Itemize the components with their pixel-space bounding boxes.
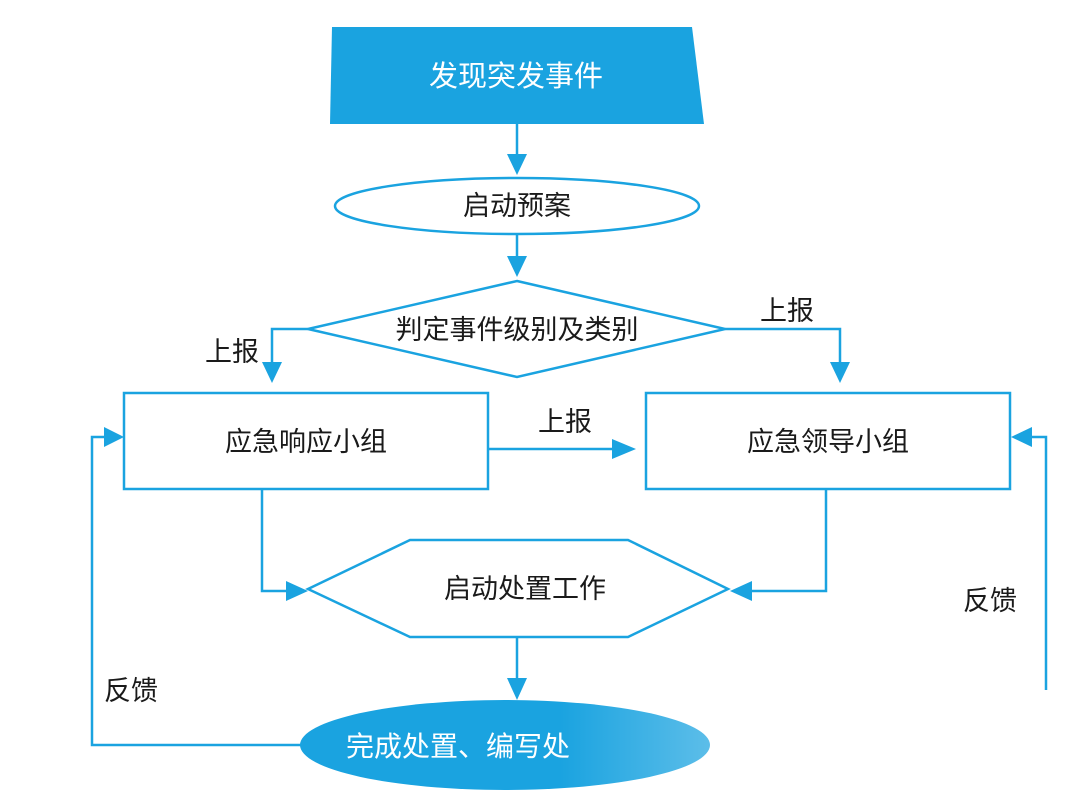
node-complete-label: 完成处置、编写处 [346,730,570,763]
edge-label-report-right: 上报 [760,296,814,327]
edge-feedback-left-arrowhead [104,427,124,447]
edge-label-report-middle: 上报 [538,407,592,438]
edge-judge-to-response-line [270,327,308,367]
node-judge: 判定事件级别及类别 [307,279,726,379]
edge-judge-to-leader-line [725,327,842,367]
edge-label-feedback-left: 反馈 [104,676,158,707]
edge-response-to-handling-arrowhead [286,581,308,601]
node-judge-label: 判定事件级别及类别 [396,315,639,346]
edge-label-report-left: 上报 [205,337,259,368]
edge-response-to-handling [260,489,308,601]
image-fade-overlay [560,690,1080,811]
edge-discover-to-plan-arrowhead [507,154,527,175]
edge-leader-to-handling-arrowhead [730,581,752,601]
node-leader-group-label: 应急领导小组 [747,427,909,458]
edge-response-to-leader: 上报 [488,407,636,459]
node-leader-group: 应急领导小组 [644,391,1012,491]
node-start-plan-label: 启动预案 [463,191,571,222]
edge-handling-to-complete [507,637,527,700]
node-start-handling: 启动处置工作 [305,538,731,639]
node-start-handling-label: 启动处置工作 [444,574,606,605]
node-leader-group-shape [644,391,1012,491]
edge-feedback-right: 反馈 [963,427,1048,690]
edge-feedback-right-arrowhead [1011,427,1032,447]
node-discover-label: 发现突发事件 [429,59,603,93]
node-judge-shape [307,279,726,379]
node-start-handling-shape [305,538,731,639]
edge-leader-to-handling [730,489,828,601]
edge-feedback-right-line [1028,435,1048,690]
edge-feedback-left-line [90,435,330,747]
node-discover-event: 发现突发事件 [330,27,704,124]
node-response-group-shape [122,391,490,491]
edge-label-feedback-right: 反馈 [963,586,1017,617]
edge-response-to-leader-arrowhead [612,439,636,459]
edge-plan-to-judge [507,234,527,277]
edge-judge-to-leader-arrowhead [830,362,850,383]
edge-handling-to-complete-arrowhead [507,678,527,700]
edge-response-to-handling-line [260,489,290,593]
node-response-group-label: 应急响应小组 [225,427,387,458]
edge-feedback-left: 反馈 [90,427,330,747]
edge-judge-to-leader: 上报 [725,296,850,383]
edge-leader-to-handling-line [748,489,828,593]
node-discover-shape [330,27,704,124]
edge-plan-to-judge-arrowhead [507,256,527,277]
edge-discover-to-plan [507,124,527,175]
node-response-group: 应急响应小组 [122,391,490,491]
edge-judge-to-response: 上报 [205,327,308,383]
edge-judge-to-response-arrowhead [262,362,282,383]
node-start-plan: 启动预案 [333,176,701,236]
